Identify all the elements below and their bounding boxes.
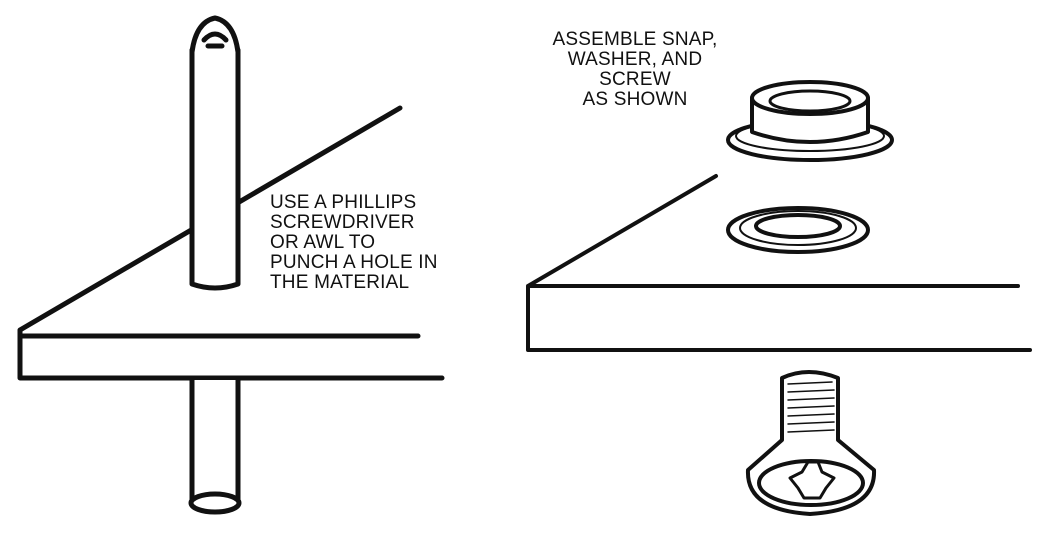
- instruction-line: SCREWDRIVER: [270, 212, 415, 233]
- left-panel: [17, 15, 445, 515]
- instruction-line: WASHER, AND: [567, 49, 703, 70]
- torx-drive-icon: [788, 460, 836, 500]
- instruction-line: THE MATERIAL: [270, 272, 410, 293]
- instruction-line: PUNCH A HOLE IN: [270, 252, 438, 273]
- screw: [745, 370, 877, 516]
- phillips-tip-icon: [189, 15, 241, 55]
- screwdriver-shaft-bottom: [188, 377, 242, 515]
- material-sheet-right: [526, 174, 1032, 352]
- screwdriver-shaft-top: [189, 15, 241, 291]
- right-panel: [526, 80, 1032, 516]
- snap-cap: [726, 80, 894, 162]
- instruction-line: OR AWL TO: [270, 232, 376, 253]
- instruction-assemble: ASSEMBLE SNAP, WASHER, AND SCREW AS SHOW…: [500, 30, 770, 110]
- instruction-line: ASSEMBLE SNAP,: [552, 29, 718, 50]
- instruction-line: USE A PHILLIPS: [270, 192, 417, 213]
- instruction-punch-hole: USE A PHILLIPS SCREWDRIVER OR AWL TO PUN…: [270, 193, 438, 293]
- instruction-line: SCREW: [599, 69, 671, 90]
- washer: [726, 206, 870, 254]
- instruction-line: AS SHOWN: [582, 89, 688, 110]
